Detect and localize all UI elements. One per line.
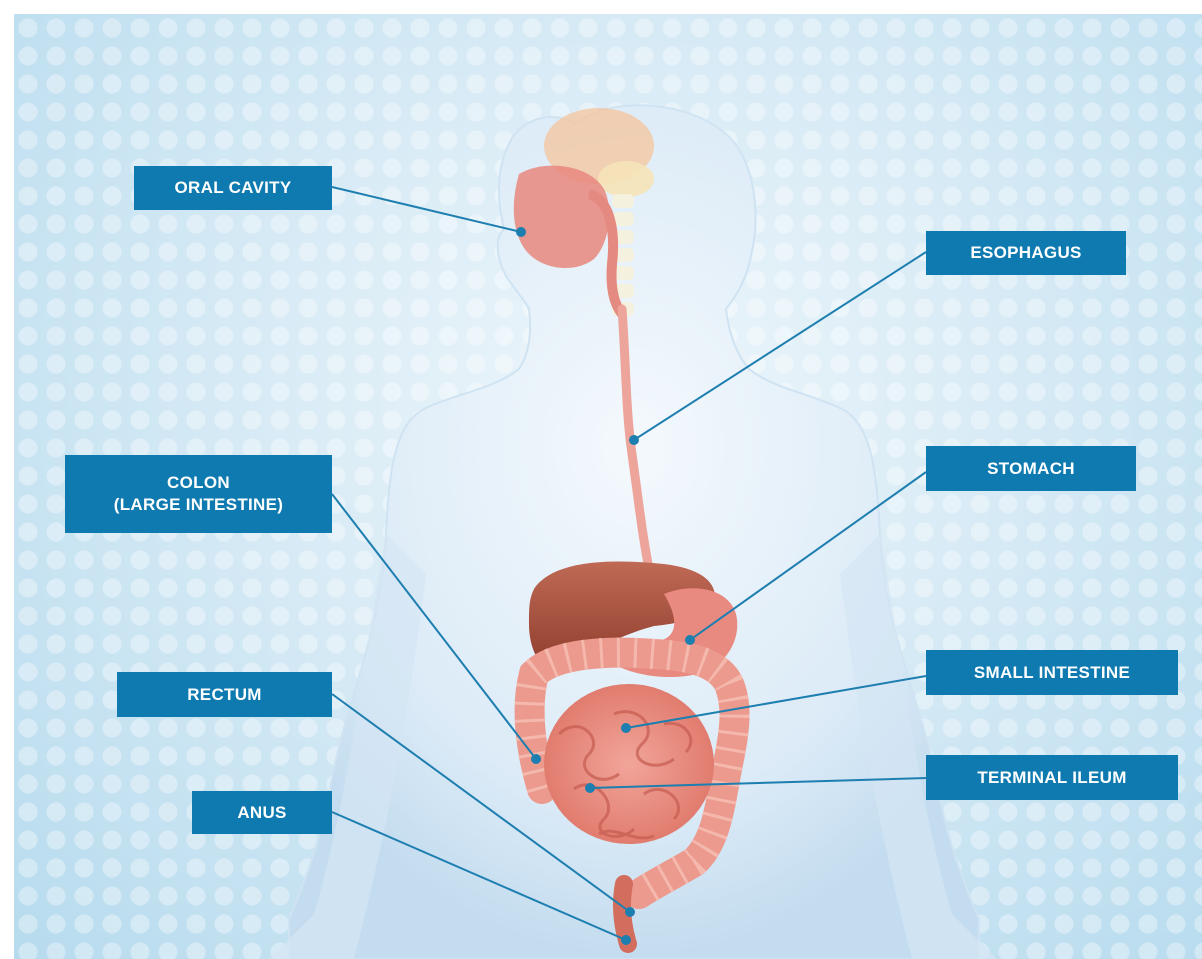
colon-dot <box>531 754 541 764</box>
small-intestine-text: SMALL INTESTINE <box>974 662 1130 684</box>
digestive-system-diagram: ORAL CAVITY ESOPHAGUS COLON (LARGE INTES… <box>14 14 1202 959</box>
esophagus-text: ESOPHAGUS <box>970 242 1081 264</box>
terminal-ileum-text: TERMINAL ILEUM <box>977 767 1126 789</box>
oral-cavity-organ <box>514 166 609 268</box>
rectum-dot <box>625 907 635 917</box>
colon-label: COLON (LARGE INTESTINE) <box>65 455 332 533</box>
colon-text-line1: COLON <box>167 472 230 494</box>
esophagus-label: ESOPHAGUS <box>926 231 1126 275</box>
rectum-label: RECTUM <box>117 672 332 717</box>
stomach-text: STOMACH <box>987 458 1075 480</box>
stomach-dot <box>685 635 695 645</box>
anus-text: ANUS <box>237 802 286 824</box>
rectum-text: RECTUM <box>187 684 262 706</box>
oral-cavity-text: ORAL CAVITY <box>175 177 292 199</box>
oral-cavity-label: ORAL CAVITY <box>134 166 332 210</box>
oral-cavity-dot <box>516 227 526 237</box>
cerebellum <box>598 161 654 197</box>
stomach-label: STOMACH <box>926 446 1136 491</box>
colon-text-line2: (LARGE INTESTINE) <box>114 494 283 516</box>
small-intestine-dot <box>621 723 631 733</box>
oral-cavity-leader <box>332 187 521 232</box>
esophagus-dot <box>629 435 639 445</box>
terminal-ileum-dot <box>585 783 595 793</box>
anus-label: ANUS <box>192 791 332 834</box>
anus-dot <box>621 935 631 945</box>
terminal-ileum-label: TERMINAL ILEUM <box>926 755 1178 800</box>
small-intestine-organ <box>544 684 714 844</box>
small-intestine-label: SMALL INTESTINE <box>926 650 1178 695</box>
